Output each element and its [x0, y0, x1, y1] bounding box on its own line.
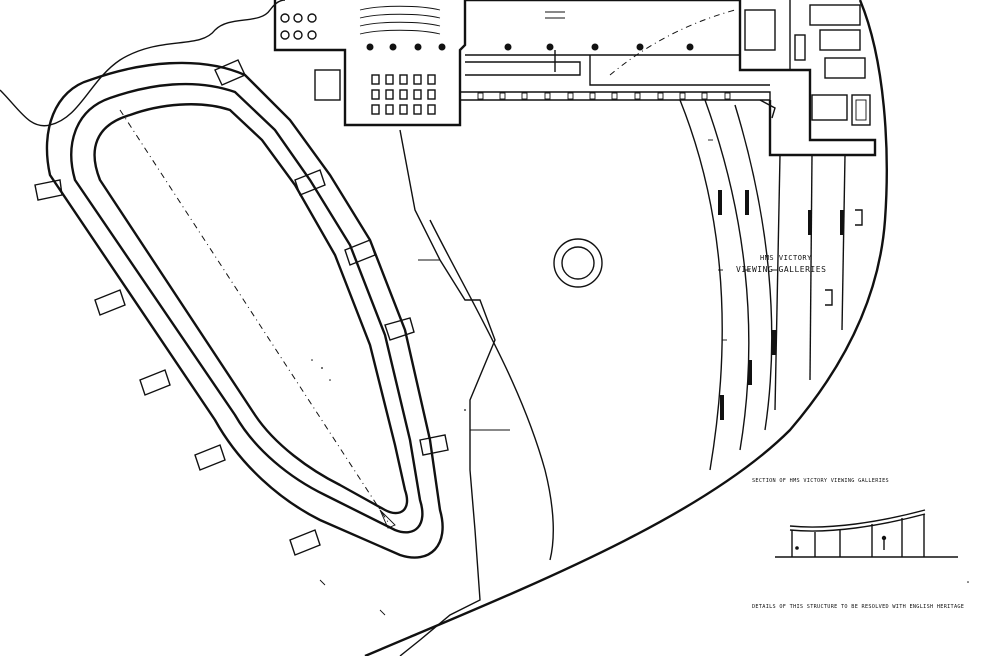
quay-wall-curve: [429, 219, 554, 561]
circular-feature: [553, 238, 603, 288]
dry-dock: [34, 59, 449, 559]
quay-wall-left: [399, 129, 496, 656]
galleries-title-line1: HMS VICTORY: [760, 254, 812, 262]
building-complex: [273, 0, 877, 157]
section-note: SECTION OF HMS VICTORY VIEWING GALLERIES: [752, 478, 889, 484]
galleries-title-line2: VIEWING GALLERIES: [736, 265, 826, 274]
coastline: [0, 0, 286, 127]
site-boundary-curve: [364, 0, 888, 656]
gallery-section-sketch: [775, 509, 958, 558]
details-note: DETAILS OF THIS STRUCTURE TO BE RESOLVED…: [752, 604, 964, 610]
drawing-specks: [311, 359, 969, 583]
viewing-galleries: [679, 99, 863, 471]
